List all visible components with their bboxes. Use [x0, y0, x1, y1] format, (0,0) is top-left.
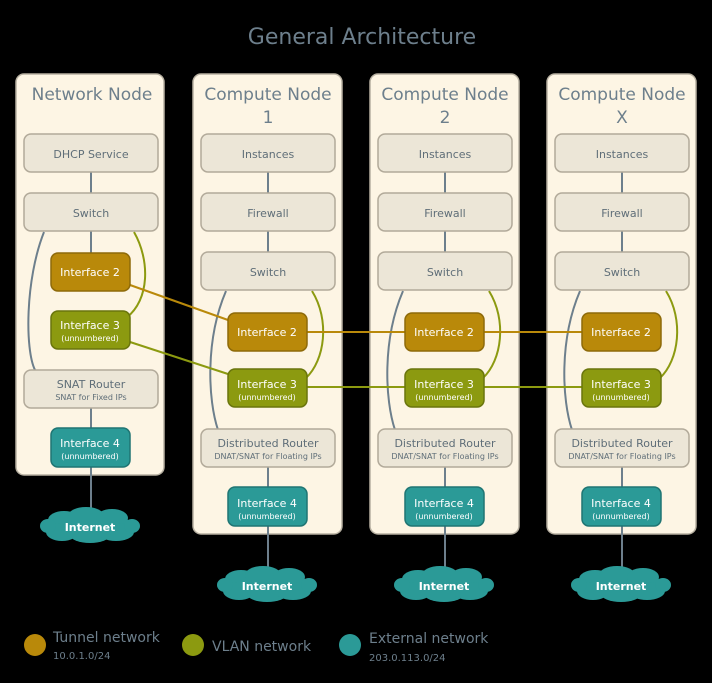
cnx-firewall-box	[554, 192, 690, 232]
snat-router-box	[23, 369, 159, 409]
snat-router-label: SNAT Router	[57, 378, 126, 391]
network-switch-label: Switch	[73, 207, 109, 220]
cnx-interface-4-sublabel: (unnumbered)	[592, 512, 649, 521]
compute-node-x-title: Compute Node	[558, 85, 685, 105]
cn1-distributed-router-label: Distributed Router	[217, 437, 319, 450]
cnx-interface-3-box	[581, 368, 662, 408]
cn1-switch-box	[200, 251, 336, 291]
cn2-distributed-router-label: Distributed Router	[394, 437, 496, 450]
cn1-instances-label: Instances	[242, 148, 295, 161]
network-interface-3-sublabel: (unnumbered)	[61, 334, 118, 343]
cn2-interface-4-label: Interface 4	[414, 497, 474, 510]
network-node-components: DHCP Service Switch Interface 2 Interfac…	[23, 133, 159, 468]
cnx-cloud-label: Internet	[596, 580, 647, 593]
network-switch-box	[23, 192, 159, 232]
cnx-interface-2-box	[581, 312, 662, 352]
cn1-firewall-label: Firewall	[247, 207, 288, 220]
cn2-switch-box	[377, 251, 513, 291]
compute-node-x-number: X	[616, 108, 628, 128]
tunnel-network-links	[129, 284, 582, 333]
tunnel-network-subnet: 10.0.1.0/24	[53, 651, 110, 662]
network-interface-4-label: Interface 4	[60, 437, 120, 450]
vlan-network-links	[129, 341, 582, 388]
compute-node-1-components: Instances Firewall Switch Interface 2 In…	[200, 133, 336, 527]
cnx-instances-box	[554, 133, 690, 173]
cn1-interface-4-sublabel: (unnumbered)	[238, 512, 295, 521]
vlan-network-label: VLAN network	[212, 639, 312, 655]
cnx-instances-label: Instances	[596, 148, 649, 161]
cnx-interface-2-label: Interface 2	[591, 326, 651, 339]
network-interface-3-label: Interface 3	[60, 319, 120, 332]
cnx-distributed-router-box	[554, 428, 690, 468]
compute-node-1-number: 1	[263, 108, 274, 128]
cnx-distributed-router-label: Distributed Router	[571, 437, 673, 450]
cnx-distributed-router-sublabel: DNAT/SNAT for Floating IPs	[568, 452, 675, 461]
cn2-interface-2-label: Interface 2	[414, 326, 474, 339]
cn2-firewall-label: Firewall	[424, 207, 465, 220]
network-node-cloud-label: Internet	[65, 521, 116, 534]
cnx-switch-label: Switch	[604, 266, 640, 279]
vlan-local-links	[125, 231, 679, 379]
cn2-interface-3-label: Interface 3	[414, 378, 474, 391]
network-interface-4-sublabel: (unnumbered)	[61, 452, 118, 461]
external-network-subnet: 203.0.113.0/24	[369, 653, 446, 664]
cn1-interface-3-box	[227, 368, 308, 408]
tunnel-network-label: Tunnel network	[52, 630, 161, 646]
compute-node-1-title: Compute Node	[204, 85, 331, 105]
tunnel-network-swatch	[24, 634, 46, 656]
cnx-interface-4-box	[581, 486, 662, 527]
external-network-label: External network	[369, 631, 489, 647]
cnx-interface-3-sublabel: (unnumbered)	[592, 393, 649, 402]
cn1-interface-3-label: Interface 3	[237, 378, 297, 391]
cn2-interface-3-box	[404, 368, 485, 408]
network-interface-2-box	[50, 252, 131, 292]
cn2-cloud-label: Internet	[419, 580, 470, 593]
cn2-firewall-box	[377, 192, 513, 232]
cn2-interface-4-sublabel: (unnumbered)	[415, 512, 472, 521]
compute-node-2-number: 2	[440, 108, 451, 128]
cn1-interface-4-box	[227, 486, 308, 527]
cn1-distributed-router-box	[200, 428, 336, 468]
dhcp-service-label: DHCP Service	[53, 148, 128, 161]
cn2-distributed-router-sublabel: DNAT/SNAT for Floating IPs	[391, 452, 498, 461]
cn1-interface-3-sublabel: (unnumbered)	[238, 393, 295, 402]
compute-node-x-components: Instances Firewall Switch Interface 2 In…	[554, 133, 690, 527]
cn1-cloud-label: Internet	[242, 580, 293, 593]
cnx-interface-4-label: Interface 4	[591, 497, 651, 510]
legend: Tunnel network 10.0.1.0/24 VLAN network …	[24, 630, 489, 664]
cn1-firewall-box	[200, 192, 336, 232]
cnx-switch-box	[554, 251, 690, 291]
cn1-instances-box	[200, 133, 336, 173]
cn1-interface-2-box	[227, 312, 308, 352]
snat-router-sublabel: SNAT for Fixed IPs	[55, 393, 126, 402]
cn1-distributed-router-sublabel: DNAT/SNAT for Floating IPs	[214, 452, 321, 461]
external-network-swatch	[339, 634, 361, 656]
dhcp-service-box	[23, 133, 159, 173]
cn2-instances-box	[377, 133, 513, 173]
cnx-interface-3-label: Interface 3	[591, 378, 651, 391]
cn2-distributed-router-box	[377, 428, 513, 468]
network-interface-3-box	[50, 310, 131, 350]
cn1-switch-label: Switch	[250, 266, 286, 279]
cn2-switch-label: Switch	[427, 266, 463, 279]
cn2-instances-label: Instances	[419, 148, 472, 161]
network-interface-4-box	[50, 427, 131, 468]
network-interface-2-label: Interface 2	[60, 266, 120, 279]
network-node-title: Network Node	[32, 85, 153, 105]
vlan-network-swatch	[182, 634, 204, 656]
compute-node-2-title: Compute Node	[381, 85, 508, 105]
diagram-title: General Architecture	[248, 25, 476, 50]
cn1-interface-2-label: Interface 2	[237, 326, 297, 339]
cn2-interface-2-box	[404, 312, 485, 352]
cn2-interface-4-box	[404, 486, 485, 527]
cn2-interface-3-sublabel: (unnumbered)	[415, 393, 472, 402]
compute-node-2-components: Instances Firewall Switch Interface 2 In…	[377, 133, 513, 527]
cn1-interface-4-label: Interface 4	[237, 497, 297, 510]
cnx-firewall-label: Firewall	[601, 207, 642, 220]
